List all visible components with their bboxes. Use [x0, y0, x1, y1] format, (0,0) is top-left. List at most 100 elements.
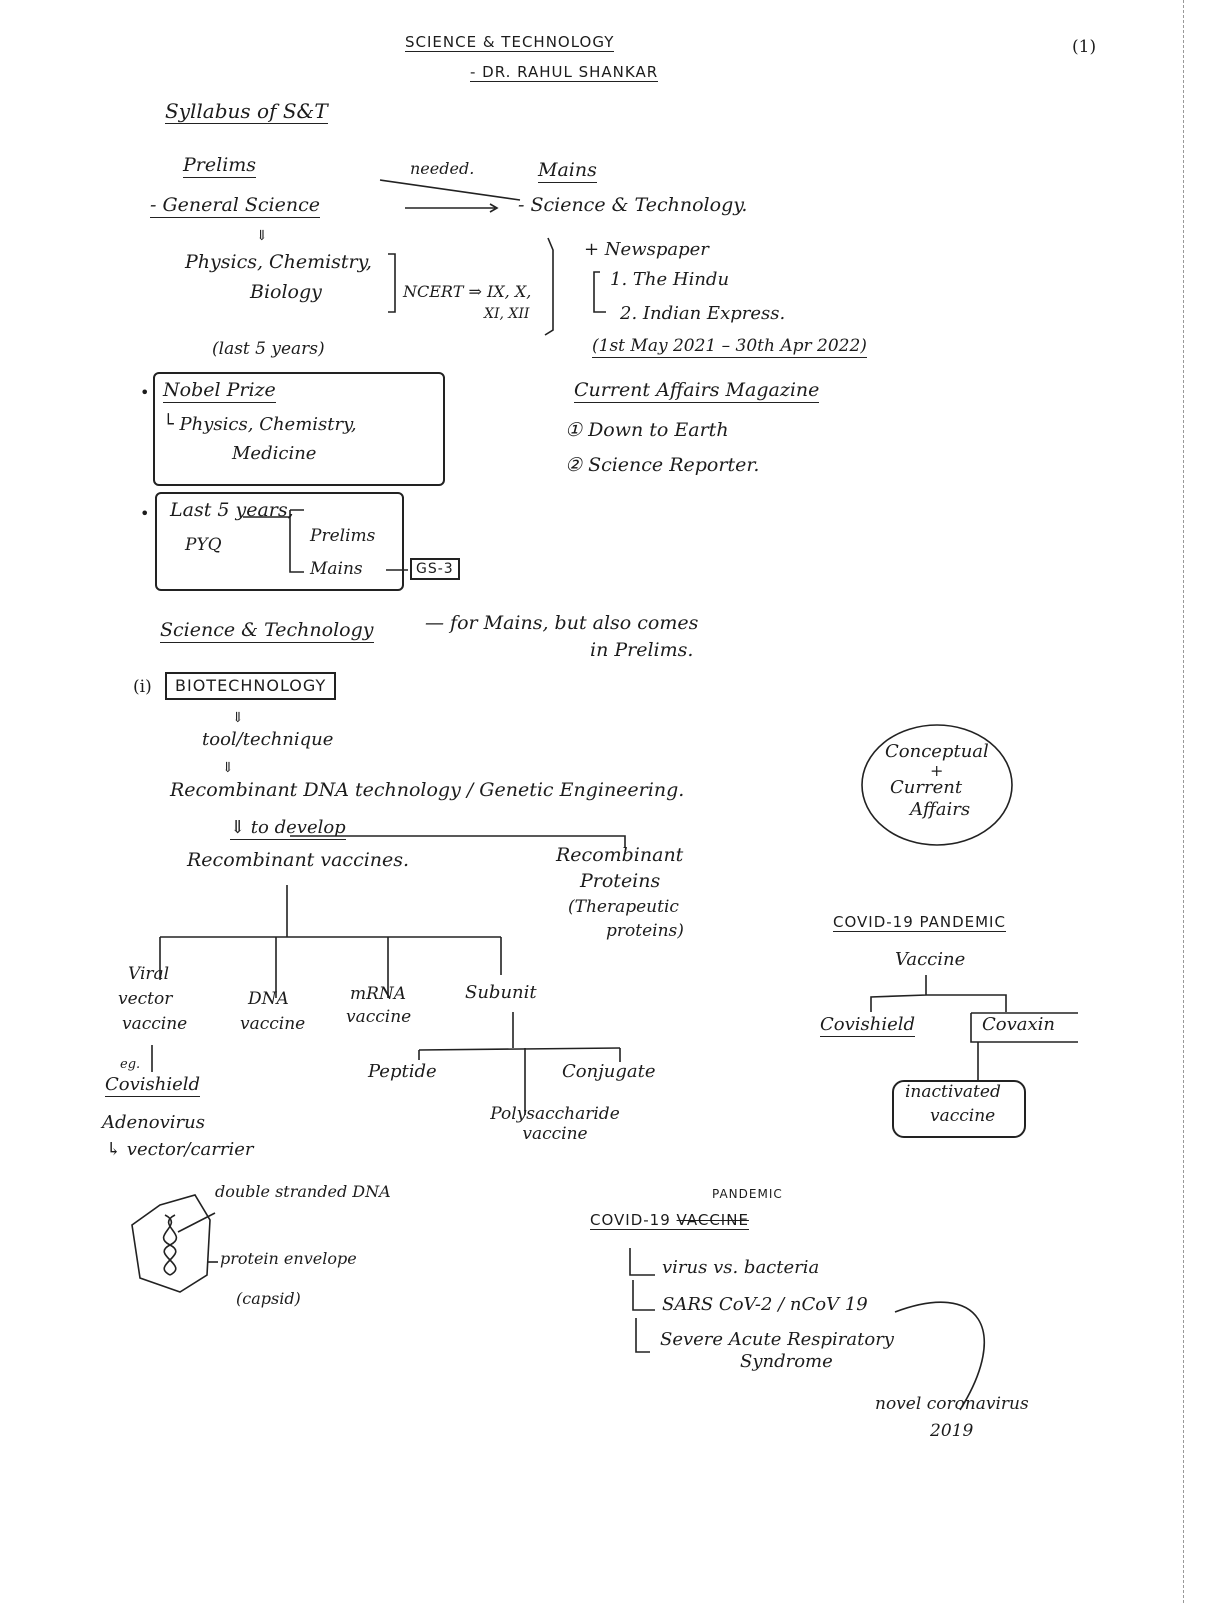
nobel-fields-line2: Medicine [232, 443, 317, 464]
pyq-label: PYQ [185, 535, 222, 555]
subjects-bracket [388, 253, 396, 313]
novel-curve-arrow [894, 1301, 985, 1411]
concept-line2: Current [890, 777, 963, 798]
magazine-heading: Current Affairs Magazine [574, 379, 820, 403]
st-note-line2: in Prelims. [590, 639, 694, 661]
viral-example: Covishield [105, 1074, 201, 1097]
gs3-tag: GS-3 [410, 558, 460, 581]
adenovirus-line2: ↳ vector/carrier [106, 1139, 254, 1160]
capsid-hexagon [131, 1194, 211, 1293]
covid-point-3: Severe Acute Respiratory [660, 1329, 894, 1350]
needed-connector [379, 179, 521, 201]
covid-pandemic-heading: COVID-19 VACCINE [590, 1211, 749, 1231]
down-arrow-icon: ⇓ [222, 760, 234, 776]
pyq-box [155, 492, 404, 591]
covid-point-2: SARS CoV-2 / nCoV 19 [662, 1294, 868, 1315]
inactivated-box [892, 1080, 1026, 1138]
bullet-icon: • [140, 383, 150, 402]
rec-proteins-line1: Recombinant [556, 844, 684, 866]
newspaper-bracket [593, 271, 606, 313]
subunit-polysaccharide: Polysaccharide vaccine [490, 1104, 620, 1144]
label-ds-dna: double stranded DNA [215, 1182, 391, 1201]
pyq-prelims: Prelims [310, 526, 376, 546]
nobel-title: Nobel Prize [163, 379, 276, 403]
label-capsid: (capsid) [236, 1289, 301, 1308]
nobel-note: (last 5 years) [212, 339, 325, 359]
pyq-line1: Last 5 years, [170, 499, 294, 521]
concept-plus: + [930, 761, 944, 780]
big-brace [544, 237, 554, 336]
viral-line1: Viral [128, 964, 170, 984]
mrna-line2: vaccine [346, 1007, 412, 1027]
struck-word: VACCINE [676, 1211, 749, 1229]
biotech-title: BIOTECHNOLOGY [165, 672, 337, 701]
covaxin-type-line1: inactivated [905, 1082, 1001, 1102]
novel-line1: novel coronavirus [875, 1394, 1029, 1414]
eg-label: eg. [120, 1057, 141, 1072]
viral-line3: vaccine [122, 1014, 188, 1034]
viral-line2: vector [118, 989, 173, 1009]
covid-heading-text: COVID-19 [590, 1211, 671, 1229]
covid-point-1: virus vs. bacteria [662, 1257, 820, 1278]
covid-vaccine-tree [870, 975, 1007, 1012]
biotech-tool: tool/technique [202, 729, 334, 750]
covishield-label: Covishield [820, 1014, 916, 1037]
to-develop: ⇓ to develop [230, 817, 346, 840]
mrna-line1: mRNA [350, 984, 407, 1004]
ncert-line2: XI, XII [484, 306, 530, 322]
subunit-label: Subunit [465, 982, 537, 1003]
newspaper-heading: + Newspaper [584, 239, 709, 260]
bullet-icon: • [140, 504, 150, 523]
pandemic-insert: PANDEMIC [712, 1187, 783, 1201]
newspaper-1: 1. The Hindu [610, 269, 730, 290]
covid-vaccine-heading: COVID-19 PANDEMIC [833, 913, 1006, 933]
needed-label: needed. [410, 159, 475, 178]
dna-pointer [177, 1212, 216, 1233]
develop-arrow [290, 835, 626, 848]
label-protein-envelope: protein envelope [220, 1249, 357, 1268]
syllabus-heading: Syllabus of S&T [165, 99, 328, 124]
down-arrow-icon: ⇓ [256, 228, 268, 244]
concept-line3: Affairs [910, 799, 971, 820]
general-science: - General Science [150, 194, 320, 218]
mains-label: Mains [538, 159, 597, 183]
dna-line1: DNA [248, 989, 289, 1009]
covaxin-label: Covaxin [982, 1014, 1056, 1035]
magazine-1: ① Down to Earth [565, 419, 729, 441]
nobel-box [153, 372, 445, 486]
subunit-peptide: Peptide [368, 1061, 437, 1082]
nobel-fields-line1: └ Physics, Chemistry, [163, 414, 357, 435]
author: - DR. RAHUL SHANKAR [470, 63, 659, 83]
prelims-label: Prelims [183, 154, 257, 178]
magazine-2: ② Science Reporter. [565, 454, 760, 476]
subunit-conjugate: Conjugate [562, 1061, 656, 1082]
biotech-number: (i) [133, 677, 152, 697]
down-arrow-icon: ⇓ [232, 710, 244, 726]
therapeutic-line1: (Therapeutic [568, 897, 679, 917]
concept-line1: Conceptual [885, 741, 989, 762]
st-note-line1: — for Mains, but also comes [425, 612, 699, 634]
subjects-line2: Biology [250, 281, 322, 303]
novel-line2: 2019 [930, 1421, 974, 1441]
rec-proteins-line2: Proteins [580, 870, 661, 892]
adenovirus-line1: Adenovirus [102, 1112, 205, 1133]
covid-syndrome: Syndrome [740, 1351, 833, 1372]
subjects-line1: Physics, Chemistry, [185, 251, 372, 273]
science-technology: - Science & Technology. [518, 194, 748, 216]
page-title: SCIENCE & TECHNOLOGY [405, 33, 615, 53]
st-heading: Science & Technology [160, 619, 374, 643]
therapeutic-line2: proteins) [606, 921, 684, 941]
page-number: (1) [1072, 37, 1097, 57]
page-margin-line [1183, 0, 1184, 1603]
concept-bubble-outline [861, 724, 1013, 846]
rec-vaccines: Recombinant vaccines. [187, 849, 410, 871]
date-range: (1st May 2021 – 30th Apr 2022) [592, 336, 867, 358]
newspaper-2: 2. Indian Express. [620, 303, 786, 324]
ncert-line1: NCERT ⇒ IX, X, [403, 282, 532, 301]
dna-line2: vaccine [240, 1014, 306, 1034]
covid-vaccine-sub: Vaccine [895, 949, 966, 970]
rdna-line: Recombinant DNA technology / Genetic Eng… [170, 779, 685, 801]
covid-pandemic-tree [629, 1248, 655, 1353]
covaxin-type-line2: vaccine [930, 1106, 996, 1126]
